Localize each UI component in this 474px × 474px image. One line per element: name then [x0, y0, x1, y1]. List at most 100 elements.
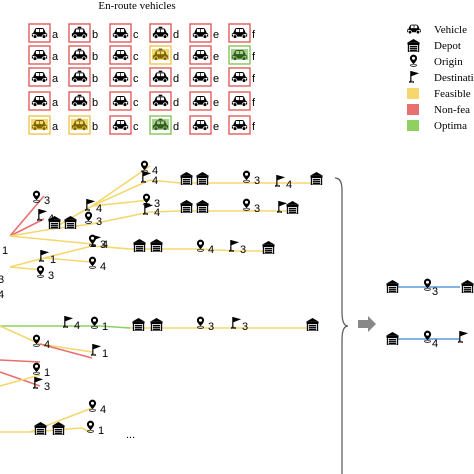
grid-cell: f [228, 45, 256, 65]
cell-frame [189, 23, 212, 43]
cell-letter: f [252, 51, 256, 63]
grid-cell: c [109, 23, 139, 43]
origin-icon [242, 170, 251, 183]
vehicle-icon [192, 71, 209, 83]
cell-frame [68, 23, 91, 43]
cell-letter: c [133, 29, 139, 41]
node-label: 3 [208, 321, 214, 333]
tree-edge [9, 228, 53, 237]
depot-icon [196, 200, 209, 213]
search-tree: 34134443434344341334434133411341... [0, 160, 376, 474]
grid-cell: c [109, 91, 139, 111]
legend-label: Optima [434, 120, 467, 132]
vehicle-icon [112, 95, 129, 107]
cell-letter: b [92, 121, 98, 133]
grid-cell: a [28, 67, 59, 87]
cell-letter: a [52, 73, 59, 85]
depot-icon [64, 216, 77, 229]
node-label: 1 [98, 425, 104, 437]
node-label: 4 [102, 239, 108, 251]
tree-edge [91, 245, 131, 250]
legend-item: Origin [409, 54, 463, 68]
depot-icon [34, 422, 47, 435]
vehicle-icon [231, 119, 248, 131]
tree-edge [0, 359, 41, 363]
tree-node [34, 422, 47, 435]
grid-title: En-route vehicles [98, 0, 175, 12]
tree-edge [43, 257, 93, 263]
depot-icon [196, 172, 209, 185]
flag-icon [275, 174, 286, 187]
cell-frame [28, 91, 51, 111]
grid-cell: e [189, 45, 219, 65]
grid-cell: e [189, 91, 219, 111]
grid-cell: b [68, 91, 98, 111]
tree-node [196, 200, 209, 213]
cell-frame [109, 115, 132, 135]
tree-node: 4 [275, 174, 292, 191]
tree-edge [81, 427, 91, 433]
node-label: 3 [100, 239, 106, 251]
node-label: 3 [44, 381, 50, 393]
flag-icon [458, 330, 469, 343]
tree-node: 3 [0, 274, 4, 286]
grid-cell: d [149, 67, 179, 87]
tree-edge [0, 371, 41, 387]
tree-node: 4 [143, 202, 160, 219]
vehicle-icon [231, 71, 248, 83]
flag-icon [231, 316, 242, 329]
tree-node: 4 [141, 170, 158, 187]
tree-node: 3 [36, 265, 54, 282]
cell-frame [68, 45, 91, 65]
tree-edge [9, 195, 45, 237]
vehicle-icon [31, 27, 48, 39]
tree-node: 3 [84, 211, 102, 228]
cell-letter: b [92, 97, 98, 109]
vehicle-icon [31, 71, 48, 83]
tree-edge [199, 248, 237, 252]
vehicle-icon [31, 49, 48, 61]
origin-icon [32, 190, 41, 203]
grid-cell: d [149, 23, 179, 43]
grid-cell: f [228, 115, 256, 135]
cell-letter: e [213, 73, 219, 85]
tree-node: 3 [242, 170, 260, 187]
cell-frame [189, 91, 212, 111]
grid-cell: b [68, 67, 98, 87]
tree-node: 4 [196, 239, 214, 256]
tree-node [310, 172, 323, 185]
legend-item: Destinati [409, 70, 474, 84]
cell-frame [68, 115, 91, 135]
cell-letter: c [133, 73, 139, 85]
cell-letter: b [92, 51, 98, 63]
legend: VehicleDepotOriginDestinatiFeasibleNon-f… [406, 24, 474, 132]
vehicle-icon [112, 27, 129, 39]
vehicle-icon [231, 27, 248, 39]
depot-icon [407, 39, 420, 52]
tree-node: 3 [142, 193, 160, 210]
cell-frame [109, 67, 132, 87]
node-label: 1 [44, 367, 50, 379]
tree-node: 4 [140, 160, 158, 177]
flag-icon [91, 343, 102, 356]
cell-letter: c [133, 121, 139, 133]
node-label: 4 [96, 203, 102, 215]
tree-node: 3 [33, 376, 50, 393]
flag-icon [409, 70, 420, 83]
cell-letter: d [173, 121, 179, 133]
optimal-swatch [407, 120, 419, 131]
legend-label: Feasible [434, 88, 471, 100]
tree-node: 3 [242, 198, 260, 215]
vehicle-icon [112, 71, 129, 83]
depot-icon [133, 239, 146, 252]
vehicle-highlight [231, 49, 248, 60]
route-label: 4 [432, 338, 438, 350]
cell-letter: d [173, 51, 179, 63]
cell-frame [109, 23, 132, 43]
cell-letter: b [92, 29, 98, 41]
cell-letter: e [213, 121, 219, 133]
cell-frame [68, 91, 91, 111]
ellipsis: ... [126, 429, 135, 441]
node-label: 3 [254, 175, 260, 187]
cell-frame [109, 45, 132, 65]
